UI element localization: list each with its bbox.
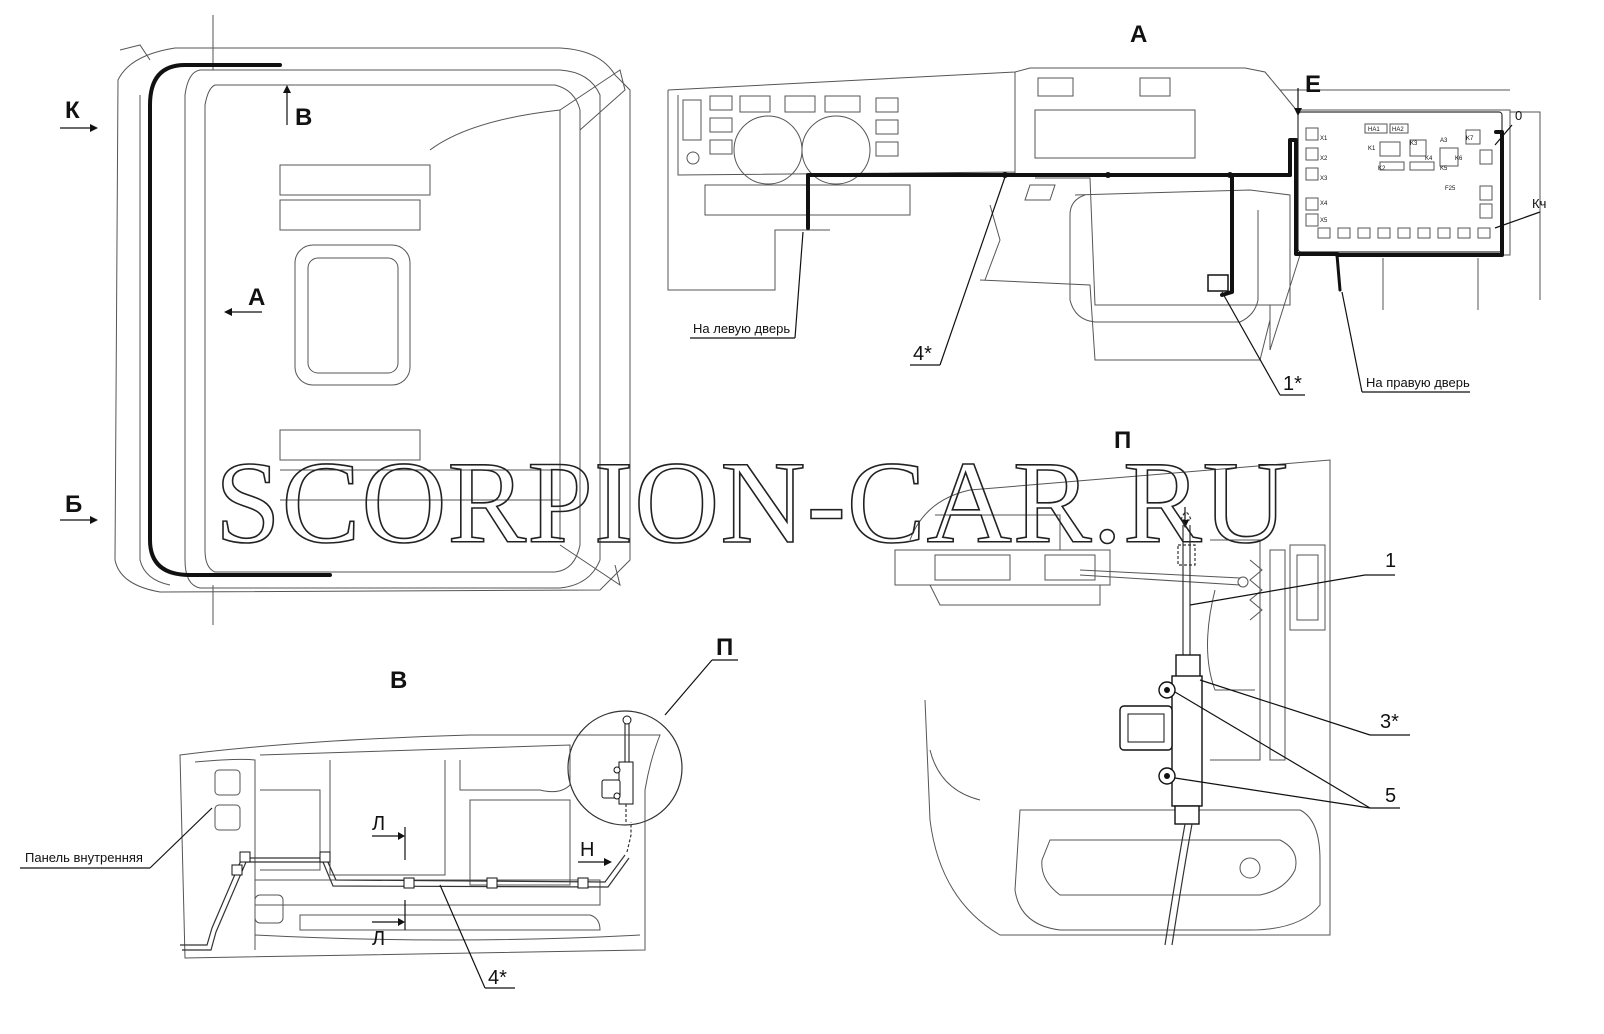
- callout-left-door: На левую дверь: [693, 321, 790, 336]
- door-lock-view-p: [894, 459, 1331, 936]
- cab-top-view: [114, 15, 631, 625]
- relay-label: K6: [1455, 156, 1463, 162]
- relay-label: K7: [1466, 136, 1474, 142]
- relay-label: A3: [1440, 138, 1448, 144]
- callout-pos-1: 1: [1385, 550, 1396, 572]
- connector-column: [1305, 127, 1493, 227]
- watermark-text: SCORPION-CAR.RU: [215, 437, 1289, 568]
- view-arrows-cab: К В А Б: [60, 85, 312, 524]
- arrow-label-v: В: [295, 104, 312, 131]
- callout-pos-5: 5: [1385, 785, 1396, 807]
- arrow-label-n: Н: [580, 839, 594, 861]
- arrow-label-b: Б: [65, 491, 82, 518]
- relay-label: K1: [1368, 146, 1376, 152]
- relay-label: X4: [1320, 201, 1328, 207]
- arrow-label-k: К: [65, 97, 80, 124]
- callout-pos-3: 3*: [1380, 711, 1399, 733]
- view-p-circle-label: П: [716, 634, 733, 661]
- view-p-title: П: [1114, 427, 1131, 454]
- relay-label: HA1: [1368, 127, 1380, 133]
- callout-pos-1-view-a: 1*: [1283, 373, 1302, 395]
- callout-pos-4-view-v: 4*: [488, 967, 507, 989]
- section-label-l-bottom: Л: [372, 928, 385, 950]
- dashboard-view-a: [667, 67, 1541, 361]
- harness-view-a: [806, 130, 1504, 297]
- view-v-title: В: [390, 667, 407, 694]
- relay-label: X5: [1320, 218, 1328, 224]
- callout-pos-4-view-a: 4*: [913, 343, 932, 365]
- relay-label: K4: [1425, 156, 1433, 162]
- harness-view-v: [180, 822, 632, 951]
- relay-label: HA2: [1392, 127, 1404, 133]
- lock-actuator: [1119, 511, 1203, 946]
- fuse-relay-box: HA1 HA2 A3 K1 K2 K3 K4 K5 K6 K7 F25 X1 X…: [1297, 108, 1546, 253]
- arrow-label-a: А: [248, 284, 265, 311]
- view-a-title: А: [1130, 21, 1147, 48]
- connector-row: [1317, 227, 1491, 239]
- section-label-l-top: Л: [372, 813, 385, 835]
- relay-label: X2: [1320, 156, 1328, 162]
- relay-label: K5: [1440, 166, 1448, 172]
- relay-label: X1: [1320, 136, 1328, 142]
- relay-label: X3: [1320, 176, 1328, 182]
- detail-circle-p: [567, 710, 683, 826]
- door-panel-view-v: [179, 734, 661, 959]
- arrow-label-e: Е: [1305, 71, 1321, 98]
- relay-label: K2: [1378, 166, 1386, 172]
- fuse-box-side-label-top: 0: [1515, 108, 1522, 123]
- relay-label: K3: [1410, 141, 1418, 147]
- relay-label: F25: [1445, 186, 1456, 192]
- callout-right-door: На правую дверь: [1366, 375, 1470, 390]
- fuse-box-side-label-bottom: Кч: [1532, 196, 1546, 211]
- callout-inner-panel: Панель внутренняя: [25, 850, 143, 865]
